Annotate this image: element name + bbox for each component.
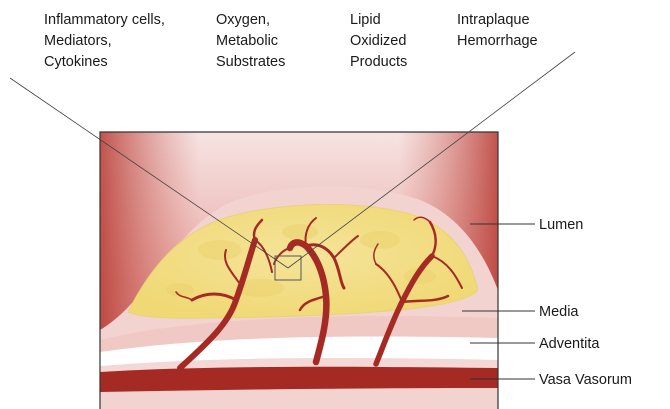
label-lumen: Lumen xyxy=(539,217,583,233)
label-hemorrhage: Intraplaque Hemorrhage xyxy=(457,12,538,49)
label-vasa-vasorum: Vasa Vasorum xyxy=(539,372,632,388)
label-oxygen: Oxygen, Metabolic Substrates xyxy=(216,12,285,70)
label-inflammatory: Inflammatory cells, Mediators, Cytokines xyxy=(44,12,169,70)
label-adventita: Adventita xyxy=(539,336,600,352)
label-media: Media xyxy=(539,304,579,320)
label-lipid: Lipid Oxidized Products xyxy=(350,12,410,70)
vessel-wall-panel xyxy=(100,132,498,409)
